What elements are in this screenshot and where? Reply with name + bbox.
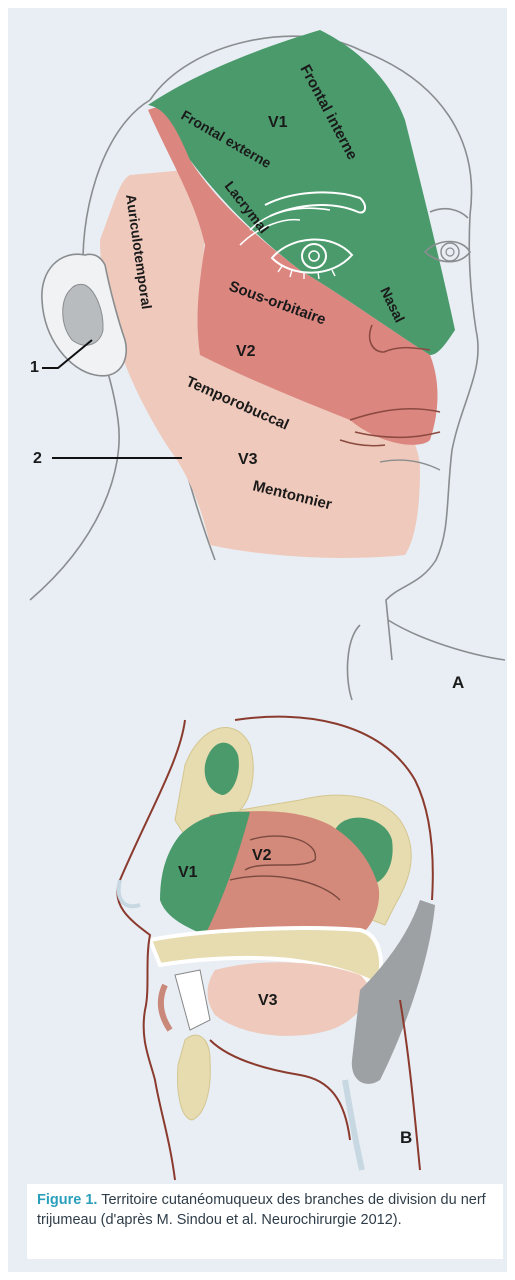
pupil-right — [446, 248, 454, 256]
nostril-mark — [119, 880, 140, 906]
caption-label: Figure 1. — [37, 1192, 97, 1208]
panel-a: Frontal interne Frontal externe Lacrymal… — [30, 30, 505, 700]
lip-marks — [161, 985, 170, 1030]
figure-caption: Figure 1. Territoire cutanéomuqueux des … — [37, 1190, 497, 1230]
caption-text: Territoire cutanéomuqueux des branches d… — [37, 1192, 486, 1228]
panel-letter-b: B — [400, 1128, 412, 1147]
label-v3-face: V3 — [238, 451, 258, 468]
callout-1: 1 — [30, 359, 39, 376]
label-v2-face: V2 — [236, 343, 256, 360]
eyebrow-right — [430, 209, 468, 218]
iris-right — [441, 243, 459, 261]
label-v2-section: V2 — [252, 847, 272, 864]
panel-letter-a: A — [452, 673, 464, 692]
label-v1-face: V1 — [268, 114, 288, 131]
label-v1-section: V1 — [178, 864, 198, 881]
caption-box: Figure 1. Territoire cutanéomuqueux des … — [27, 1184, 503, 1259]
mandible — [178, 1035, 211, 1120]
callout-2: 2 — [33, 450, 42, 467]
teeth — [175, 970, 210, 1030]
v3-cavity — [208, 962, 369, 1036]
panel-b: V1 V2 V3 B — [117, 717, 435, 1180]
label-v3-section: V3 — [258, 992, 278, 1009]
